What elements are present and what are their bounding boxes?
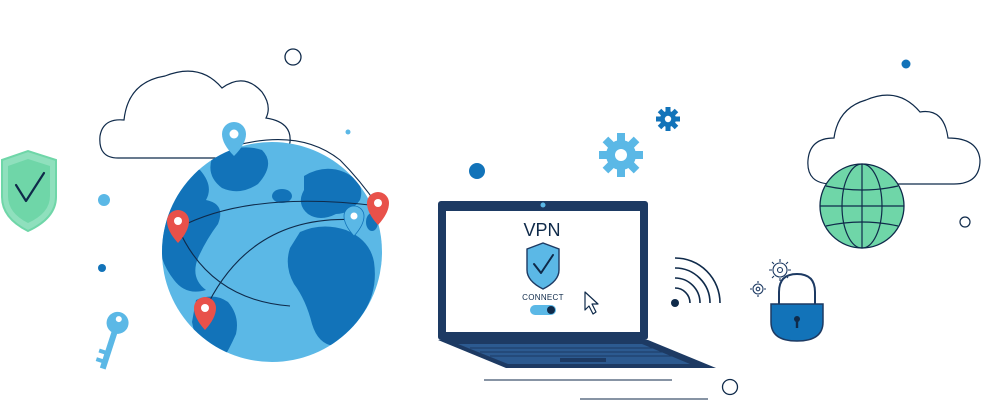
connect-label: CONNECT <box>522 293 564 302</box>
vpn-title: VPN <box>523 220 560 240</box>
cursor-arrow-icon <box>584 291 599 315</box>
decor-dot <box>98 194 110 206</box>
gear-icon <box>656 107 680 131</box>
location-pin-icon <box>343 205 365 237</box>
location-pin-icon <box>194 297 216 330</box>
decor-ring <box>959 216 971 228</box>
shield-check-icon <box>0 149 57 233</box>
decor-ring <box>284 48 302 66</box>
gear-icon <box>750 259 791 297</box>
location-pin-icon <box>367 192 389 225</box>
laptop-icon <box>438 201 716 368</box>
cloud-icon <box>807 94 981 185</box>
gear-icon <box>599 133 643 177</box>
globe-icon <box>162 138 382 362</box>
cloud-icon <box>99 70 291 159</box>
shield-check-icon <box>526 242 560 290</box>
globe-icon <box>819 163 905 249</box>
location-pin-icon <box>222 122 246 156</box>
decor-dot <box>901 59 911 69</box>
location-pin-icon <box>167 210 189 243</box>
connect-toggle[interactable] <box>530 305 556 315</box>
decor-dot <box>345 129 351 135</box>
key-icon <box>95 311 129 370</box>
decor-ring <box>721 378 739 396</box>
decor-dot <box>469 163 485 179</box>
padlock-icon <box>770 272 824 342</box>
wifi-signal-icon <box>671 257 721 307</box>
decor-dot <box>98 264 106 272</box>
